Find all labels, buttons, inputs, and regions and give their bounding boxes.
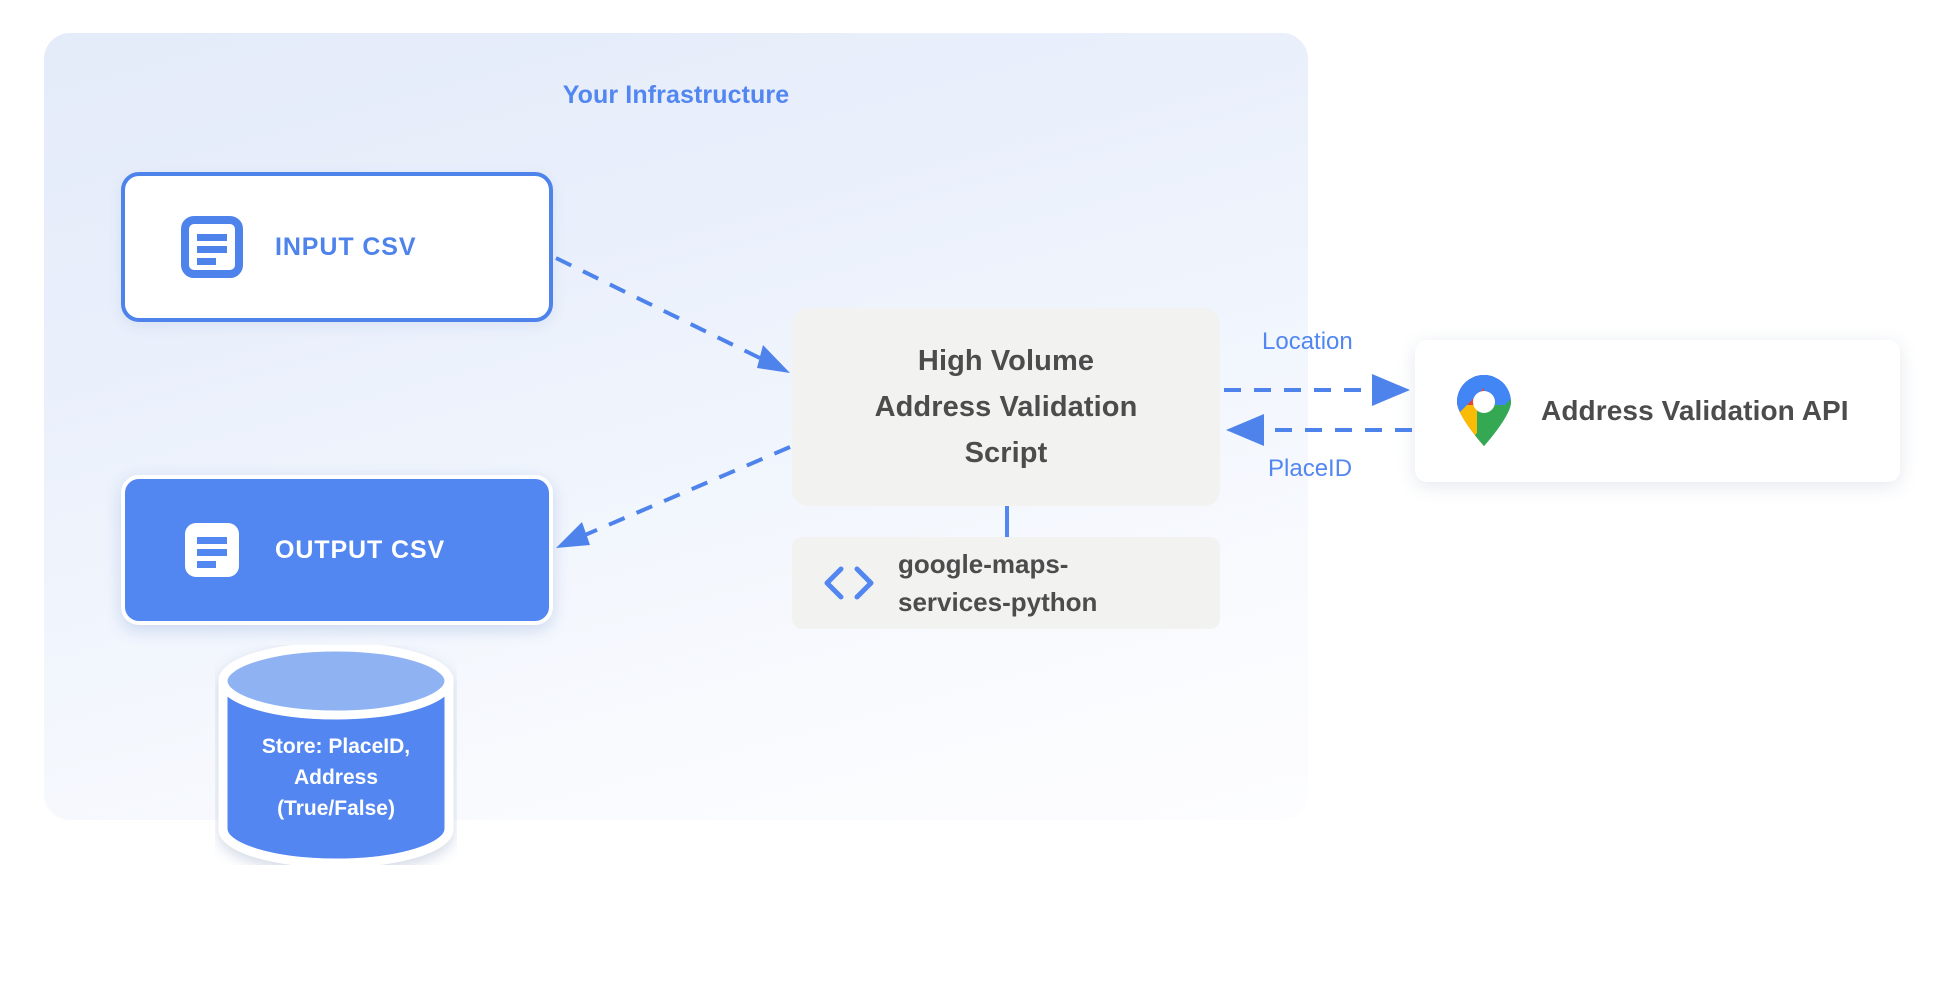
edge-script-to-library bbox=[1005, 506, 1009, 537]
google-maps-pin-icon bbox=[1453, 375, 1515, 447]
node-output-csv[interactable]: OUTPUT CSV bbox=[121, 475, 553, 625]
edge-label-placeid: PlaceID bbox=[1268, 455, 1353, 482]
node-input-csv[interactable]: INPUT CSV bbox=[121, 172, 553, 322]
node-script-line-1: High Volume bbox=[917, 345, 1095, 377]
node-script-line-3: Script bbox=[964, 437, 1048, 469]
document-icon bbox=[181, 216, 243, 278]
node-script[interactable]: High Volume Address Validation Script bbox=[792, 308, 1220, 506]
database-cylinder-icon bbox=[218, 642, 454, 868]
node-input-csv-label: INPUT CSV bbox=[275, 232, 417, 261]
node-address-validation-api-label: Address Validation API bbox=[1541, 395, 1849, 426]
node-address-validation-api[interactable]: Address Validation API bbox=[1415, 340, 1900, 482]
code-icon bbox=[820, 562, 878, 604]
node-library[interactable]: google-maps- services-python bbox=[792, 537, 1220, 629]
node-library-label: google-maps- services-python bbox=[898, 545, 1097, 621]
document-icon bbox=[181, 519, 243, 581]
node-library-line-2: services-python bbox=[898, 587, 1098, 617]
node-output-csv-label: OUTPUT CSV bbox=[275, 535, 446, 564]
infrastructure-title: Your Infrastructure bbox=[562, 81, 790, 109]
node-script-line-2: Address Validation bbox=[874, 391, 1138, 423]
node-database[interactable]: Store: PlaceID, Address (True/False) bbox=[215, 642, 457, 868]
node-library-line-1: google-maps- bbox=[898, 549, 1069, 579]
edge-label-location: Location bbox=[1262, 328, 1353, 355]
